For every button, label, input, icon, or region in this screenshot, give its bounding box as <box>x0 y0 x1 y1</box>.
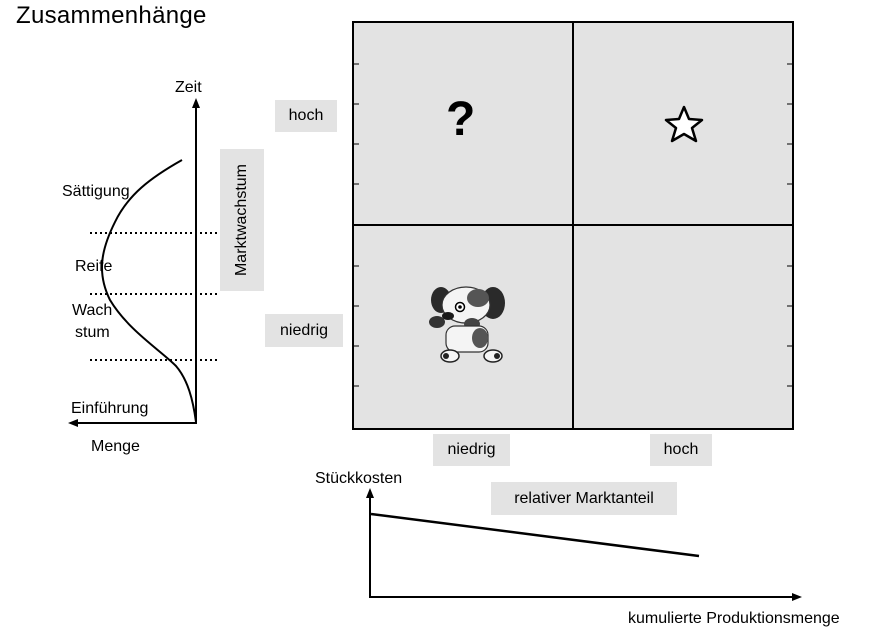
experience-y-axis-label: Stückkosten <box>315 470 403 487</box>
y-level-low: niedrig <box>265 314 343 347</box>
experience-x-axis-label: kumulierte Produktionsmenge <box>628 610 840 627</box>
y-axis-title-box: Marktwachstum <box>220 149 264 291</box>
lifecycle-y-axis-label: Zeit <box>175 79 202 96</box>
star-icon <box>664 105 704 143</box>
lifecycle-y-arrow <box>192 98 200 108</box>
phase-label-wachstum-2: stum <box>75 324 110 341</box>
matrix-cell-cow <box>574 226 792 428</box>
phase-label-saettigung: Sättigung <box>62 183 130 200</box>
experience-y-arrow <box>366 488 374 498</box>
x-level-high: hoch <box>650 434 712 466</box>
matrix-cell-question <box>354 23 572 224</box>
dog-icon <box>429 286 505 363</box>
x-axis-title: relativer Marktanteil <box>491 482 677 515</box>
phase-label-wachstum-1: Wach <box>72 302 113 319</box>
page-title: Zusammenhänge <box>16 2 207 29</box>
phase-label-reife: Reife <box>75 258 113 275</box>
lifecycle-curve <box>100 159 197 423</box>
lifecycle-x-arrow <box>68 419 78 427</box>
lifecycle-x-axis-label: Menge <box>91 438 140 455</box>
experience-curve-line <box>370 512 700 558</box>
y-level-high: hoch <box>275 100 337 132</box>
phase-label-einfuehrung: Einführung <box>71 400 149 417</box>
question-mark-icon: ? <box>446 93 476 146</box>
experience-x-arrow <box>792 593 802 601</box>
x-level-low: niedrig <box>433 434 510 466</box>
